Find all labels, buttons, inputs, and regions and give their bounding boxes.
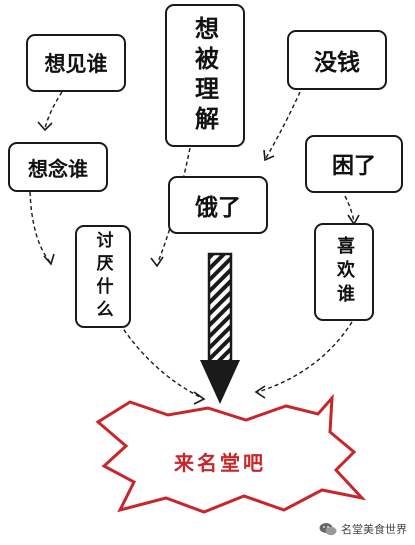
node-n8: 喜欢谁 xyxy=(314,223,374,321)
node-n3: 没钱 xyxy=(287,30,387,90)
watermark: 名堂美食世界 xyxy=(319,521,407,537)
arrowhead-result-right xyxy=(254,385,266,399)
arrow-n7-to-result xyxy=(115,317,203,399)
node-n6-label: 饿了 xyxy=(195,195,241,221)
node-n1: 想见谁 xyxy=(26,34,126,92)
node-n5: 困了 xyxy=(305,135,403,193)
node-n4-label: 想念谁 xyxy=(28,156,88,181)
result-label: 来名堂吧 xyxy=(174,451,266,475)
node-n6: 饿了 xyxy=(168,176,268,234)
arrow-n3-to-n6 xyxy=(265,91,301,159)
arrowhead-n6 xyxy=(263,149,275,162)
wechat-icon xyxy=(319,523,337,536)
node-n2-label: 想被理解 xyxy=(190,15,219,136)
arrowhead-n7 xyxy=(43,253,55,266)
node-n7-label: 讨厌什么 xyxy=(92,230,113,323)
central-down-arrow xyxy=(200,252,240,404)
arrowhead-result-left xyxy=(193,391,206,405)
node-n1-label: 想见谁 xyxy=(44,52,108,76)
arrow-n4-to-n7 xyxy=(29,191,51,263)
node-n4: 想念谁 xyxy=(8,142,108,192)
node-n5-label: 困了 xyxy=(331,154,376,179)
arrow-n5-to-n8 xyxy=(344,195,355,223)
arrowhead-n4 xyxy=(37,121,53,132)
arrow-n8-to-result xyxy=(257,321,353,393)
watermark-text: 名堂美食世界 xyxy=(341,523,407,536)
node-n3-label: 没钱 xyxy=(314,50,360,76)
arrow-n1-to-n4 xyxy=(44,91,63,129)
result-burst-shape xyxy=(95,393,367,514)
node-n8-label: 喜欢谁 xyxy=(334,236,355,308)
node-n2: 想被理解 xyxy=(165,4,245,147)
node-n7: 讨厌什么 xyxy=(75,225,131,328)
arrowhead-center xyxy=(150,256,164,268)
